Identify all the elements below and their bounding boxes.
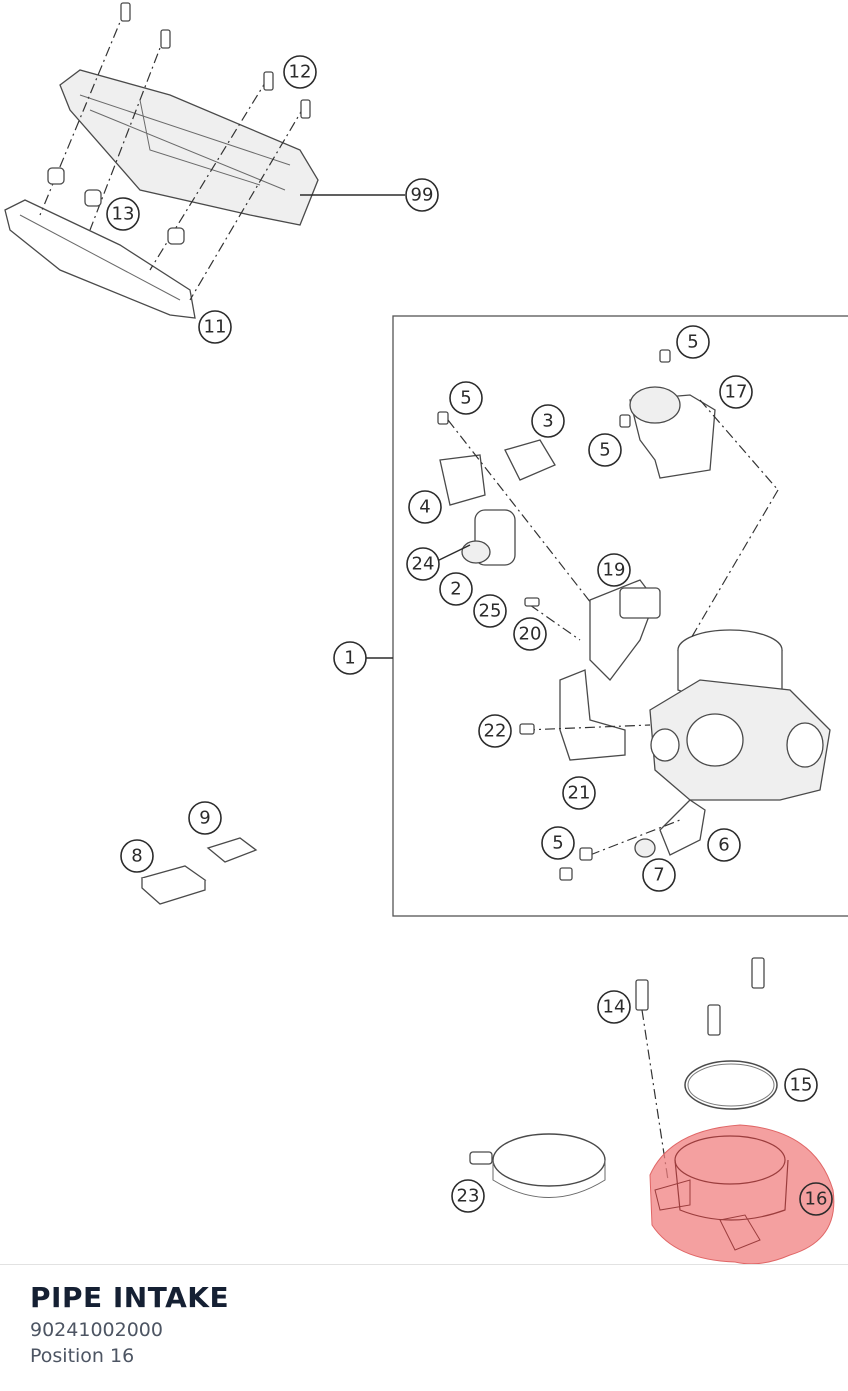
callout-5-c[interactable]: 5	[588, 433, 622, 467]
callout-2[interactable]: 2	[439, 572, 473, 606]
svg-text:17: 17	[725, 382, 748, 403]
callout-17[interactable]: 17	[719, 375, 753, 409]
svg-text:1: 1	[344, 648, 355, 669]
svg-text:8: 8	[131, 846, 142, 867]
svg-text:11: 11	[204, 317, 227, 338]
callout-7[interactable]: 7	[642, 858, 676, 892]
callout-25[interactable]: 25	[473, 594, 507, 628]
callout-20[interactable]: 20	[513, 617, 547, 651]
blocks-8-9	[140, 837, 258, 905]
callout-21[interactable]: 21	[562, 776, 596, 810]
svg-text:13: 13	[112, 204, 135, 225]
svg-text:16: 16	[805, 1189, 828, 1210]
callout-1[interactable]: 1	[333, 641, 367, 675]
callout-8[interactable]: 8	[120, 839, 154, 873]
svg-text:7: 7	[653, 865, 664, 886]
svg-text:15: 15	[790, 1075, 813, 1096]
callout-9[interactable]: 9	[188, 801, 222, 835]
throttle-body-frame	[366, 315, 848, 917]
svg-text:6: 6	[718, 835, 729, 856]
callout-3[interactable]: 3	[531, 404, 565, 438]
callout-15[interactable]: 15	[784, 1068, 818, 1102]
svg-text:25: 25	[479, 601, 502, 622]
svg-text:22: 22	[484, 721, 507, 742]
callout-24[interactable]: 24	[406, 547, 440, 581]
svg-text:3: 3	[542, 411, 553, 432]
callout-5-b[interactable]: 5	[449, 381, 483, 415]
svg-text:9: 9	[199, 808, 210, 829]
svg-text:19: 19	[603, 560, 626, 581]
svg-text:5: 5	[460, 388, 471, 409]
svg-text:24: 24	[412, 554, 435, 575]
throttle-body-parts	[434, 349, 831, 881]
svg-text:14: 14	[603, 997, 626, 1018]
intake-group	[469, 957, 835, 1264]
svg-text:5: 5	[687, 332, 698, 353]
callout-5-d[interactable]: 5	[541, 826, 575, 860]
svg-text:4: 4	[419, 497, 430, 518]
svg-text:12: 12	[289, 62, 312, 83]
cover-assembly	[4, 2, 405, 319]
callout-11[interactable]: 11	[198, 310, 232, 344]
callout-5-a[interactable]: 5	[676, 325, 710, 359]
callout-19[interactable]: 19	[597, 553, 631, 587]
svg-text:5: 5	[599, 440, 610, 461]
part-info-panel: PIPE INTAKE 90241002000 Position 16	[0, 1264, 848, 1391]
part-position: Position 16	[30, 1345, 135, 1367]
pipe-intake-highlight[interactable]	[649, 1124, 835, 1264]
callout-13[interactable]: 13	[106, 197, 140, 231]
svg-text:99: 99	[411, 185, 434, 206]
svg-text:2: 2	[450, 579, 461, 600]
callout-16[interactable]: 16	[799, 1182, 833, 1216]
svg-text:20: 20	[519, 624, 542, 645]
callout-23[interactable]: 23	[451, 1179, 485, 1213]
callout-22[interactable]: 22	[478, 714, 512, 748]
callout-14[interactable]: 14	[597, 990, 631, 1024]
callout-4[interactable]: 4	[408, 490, 442, 524]
callout-99[interactable]: 99	[405, 178, 439, 212]
part-number: 90241002000	[30, 1319, 163, 1341]
callout-6[interactable]: 6	[707, 828, 741, 862]
svg-text:21: 21	[568, 783, 591, 804]
svg-text:23: 23	[457, 1186, 480, 1207]
callout-12[interactable]: 12	[283, 55, 317, 89]
part-name: PIPE INTAKE	[30, 1281, 230, 1314]
svg-text:5: 5	[552, 833, 563, 854]
exploded-parts-diagram: 12 99 13 11 5 17 5 3 5 4 24 2 25 19 20 1…	[4, 2, 848, 1264]
